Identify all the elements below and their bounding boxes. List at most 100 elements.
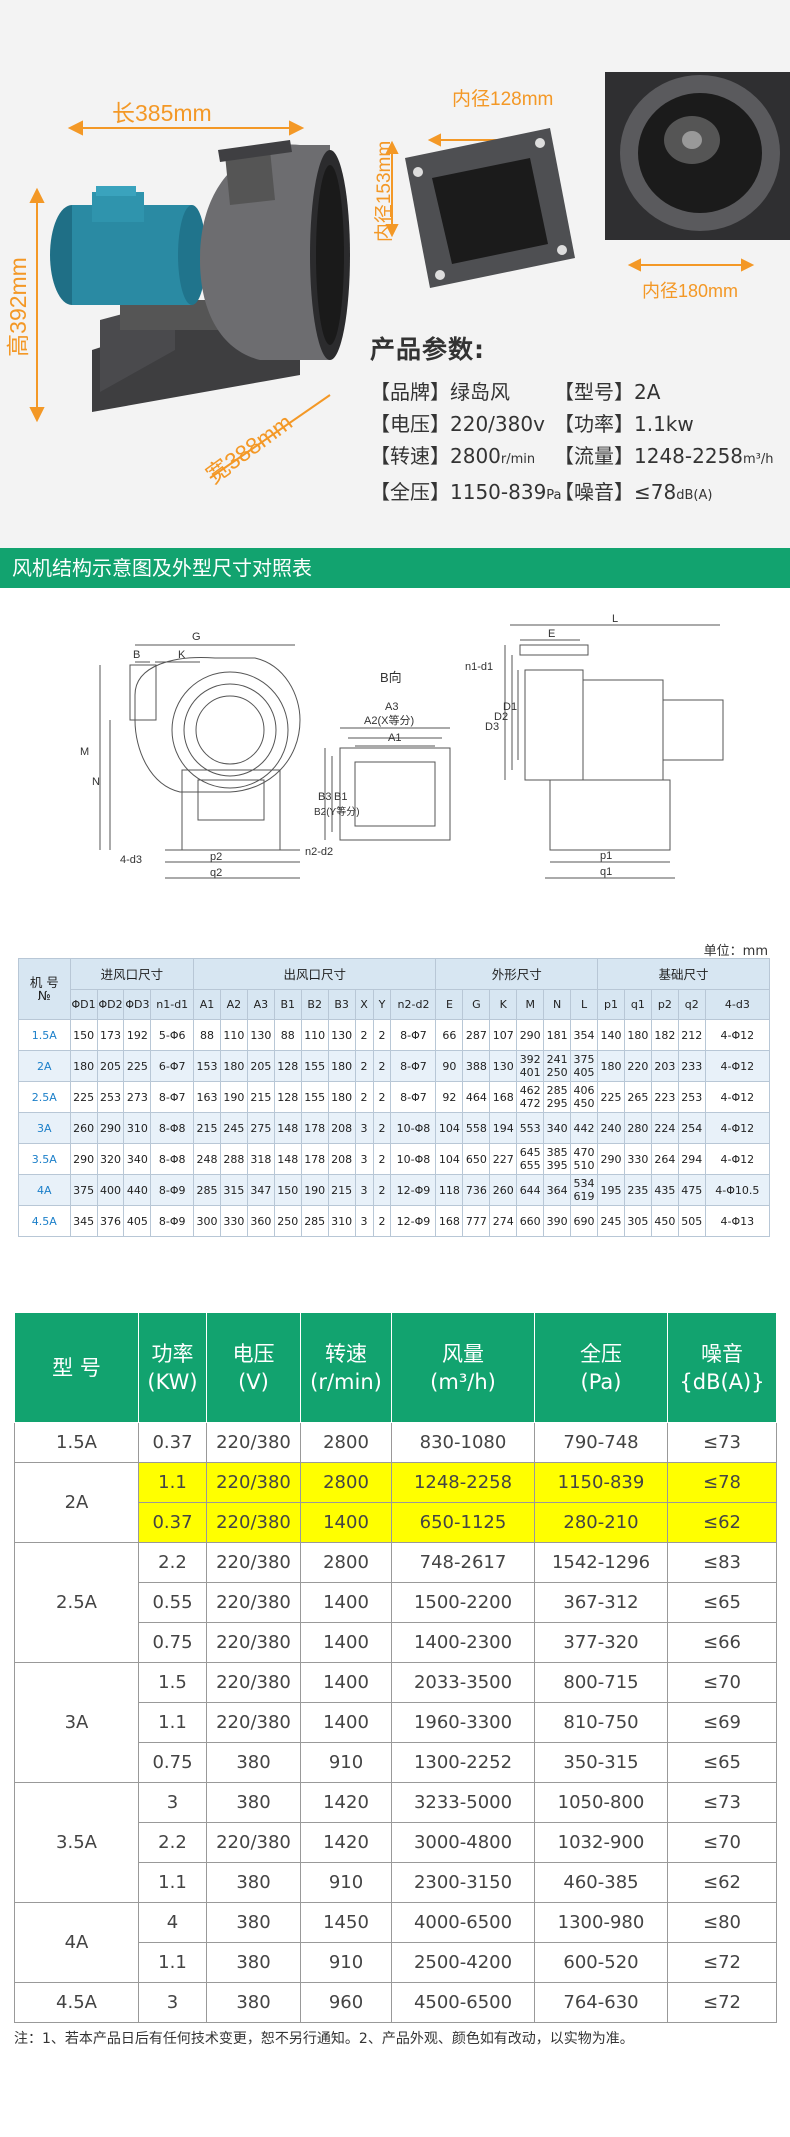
- table-cell: 2: [372, 1143, 392, 1175]
- col-header: G: [462, 989, 491, 1020]
- table-cell: 534 619: [570, 1174, 599, 1206]
- table-cell: 12-Φ9: [390, 1205, 437, 1237]
- table-cell: 3000-4800: [391, 1822, 535, 1863]
- model-cell: 3.5A: [14, 1782, 139, 1903]
- table-cell: 960: [300, 1982, 392, 2023]
- dim-label: p1: [600, 850, 612, 862]
- col-header: A1: [193, 989, 221, 1020]
- table-cell: ≤70: [667, 1822, 777, 1863]
- table-cell: 800-715: [534, 1662, 668, 1703]
- table-cell: 553: [516, 1112, 545, 1144]
- table-cell: 4: [138, 1902, 207, 1943]
- col-header: p1: [597, 989, 625, 1020]
- table-cell: 464: [462, 1081, 491, 1113]
- table-cell: 66: [435, 1019, 464, 1051]
- length-label: 长385mm: [112, 100, 212, 126]
- table-cell: 3: [354, 1143, 374, 1175]
- table-cell: 215: [246, 1081, 275, 1113]
- table-cell: ≤83: [667, 1542, 777, 1583]
- table-cell: 285: [193, 1174, 221, 1206]
- table-cell: 220/380: [206, 1622, 301, 1663]
- table-cell: 4-Φ12: [704, 1050, 771, 1082]
- table-cell: 285 295: [543, 1081, 572, 1113]
- table-cell: 6-Φ7: [150, 1050, 195, 1082]
- table-cell: 208: [327, 1143, 356, 1175]
- table-cell: 435: [650, 1174, 679, 1206]
- table-cell: 260: [69, 1112, 98, 1144]
- table-cell: 8-Φ7: [150, 1081, 195, 1113]
- table-cell: 2300-3150: [391, 1862, 535, 1903]
- table-cell: 777: [462, 1205, 491, 1237]
- col-header: 电压 (V): [206, 1312, 301, 1423]
- table-cell: 385 395: [543, 1143, 572, 1175]
- table-cell: 345: [69, 1205, 98, 1237]
- table-cell: 110: [219, 1019, 248, 1051]
- dim-label: E: [548, 628, 555, 640]
- table-cell: 320: [96, 1143, 125, 1175]
- table-cell: 380: [206, 1902, 301, 1943]
- product-params: 产品参数: 【品牌】绿岛风 【型号】2A 【电压】220/380v 【功率】1.…: [370, 330, 774, 512]
- col-header: n2-d2: [390, 989, 437, 1020]
- table-cell: 212: [677, 1019, 706, 1051]
- table-cell: 208: [327, 1112, 356, 1144]
- dim-label: D1: [503, 701, 517, 713]
- table-cell: 910: [300, 1742, 392, 1783]
- table-cell: 1300-980: [534, 1902, 668, 1943]
- table-cell: 0.75: [138, 1622, 207, 1663]
- table-cell: 4-Φ10.5: [704, 1174, 771, 1206]
- table-cell: 310: [123, 1112, 152, 1144]
- dim-label: q2: [210, 867, 222, 879]
- dim-label: B向: [380, 670, 402, 685]
- table-cell: 203: [650, 1050, 679, 1082]
- table-cell: 1542-1296: [534, 1542, 668, 1583]
- table-cell: 130: [489, 1050, 518, 1082]
- table-cell: ≤80: [667, 1902, 777, 1943]
- table-cell: 1032-900: [534, 1822, 668, 1863]
- table-cell: ≤73: [667, 1422, 777, 1463]
- table-cell: 1420: [300, 1782, 392, 1823]
- table-cell: 220/380: [206, 1822, 301, 1863]
- model-cell: 4A: [18, 1174, 71, 1206]
- col-header: 功率 (KW): [138, 1312, 207, 1423]
- table-cell: 406 450: [570, 1081, 599, 1113]
- table-cell: 253: [96, 1081, 125, 1113]
- table-cell: 1960-3300: [391, 1702, 535, 1743]
- dim-label: A1: [388, 732, 401, 744]
- table-cell: ≤62: [667, 1502, 777, 1543]
- table-cell: 8-Φ8: [150, 1143, 195, 1175]
- table-cell: 1.1: [138, 1462, 207, 1503]
- table-cell: 12-Φ9: [390, 1174, 437, 1206]
- table-cell: 180: [597, 1050, 625, 1082]
- table-cell: 90: [435, 1050, 464, 1082]
- table-cell: 0.37: [138, 1422, 207, 1463]
- table-cell: 274: [489, 1205, 518, 1237]
- model-cell: 1.5A: [14, 1422, 139, 1463]
- col-header: A3: [246, 989, 275, 1020]
- table-cell: 1400: [300, 1622, 392, 1663]
- table-cell: ≤65: [667, 1582, 777, 1623]
- table-cell: 1450: [300, 1902, 392, 1943]
- table-cell: 650-1125: [391, 1502, 535, 1543]
- table-cell: 155: [300, 1081, 329, 1113]
- col-header: ΦD3: [123, 989, 152, 1020]
- table-cell: 178: [300, 1143, 329, 1175]
- col-header: X: [354, 989, 374, 1020]
- table-cell: 8-Φ8: [150, 1112, 195, 1144]
- table-cell: 148: [273, 1143, 302, 1175]
- table-cell: 3: [354, 1205, 374, 1237]
- param-row: 【转速】2800r/min 【流量】1248-2258m³/h: [370, 444, 774, 468]
- col-header: 转速 (r/min): [300, 1312, 392, 1423]
- table-cell: 250: [273, 1205, 302, 1237]
- col-header: B2: [300, 989, 329, 1020]
- table-cell: 347: [246, 1174, 275, 1206]
- table-cell: 215: [327, 1174, 356, 1206]
- table-cell: 273: [123, 1081, 152, 1113]
- model-cell: 4.5A: [18, 1205, 71, 1237]
- product-hero: 长385mm 高392mm 宽388mm 内径128mm 内径153mm 内径1…: [0, 0, 790, 548]
